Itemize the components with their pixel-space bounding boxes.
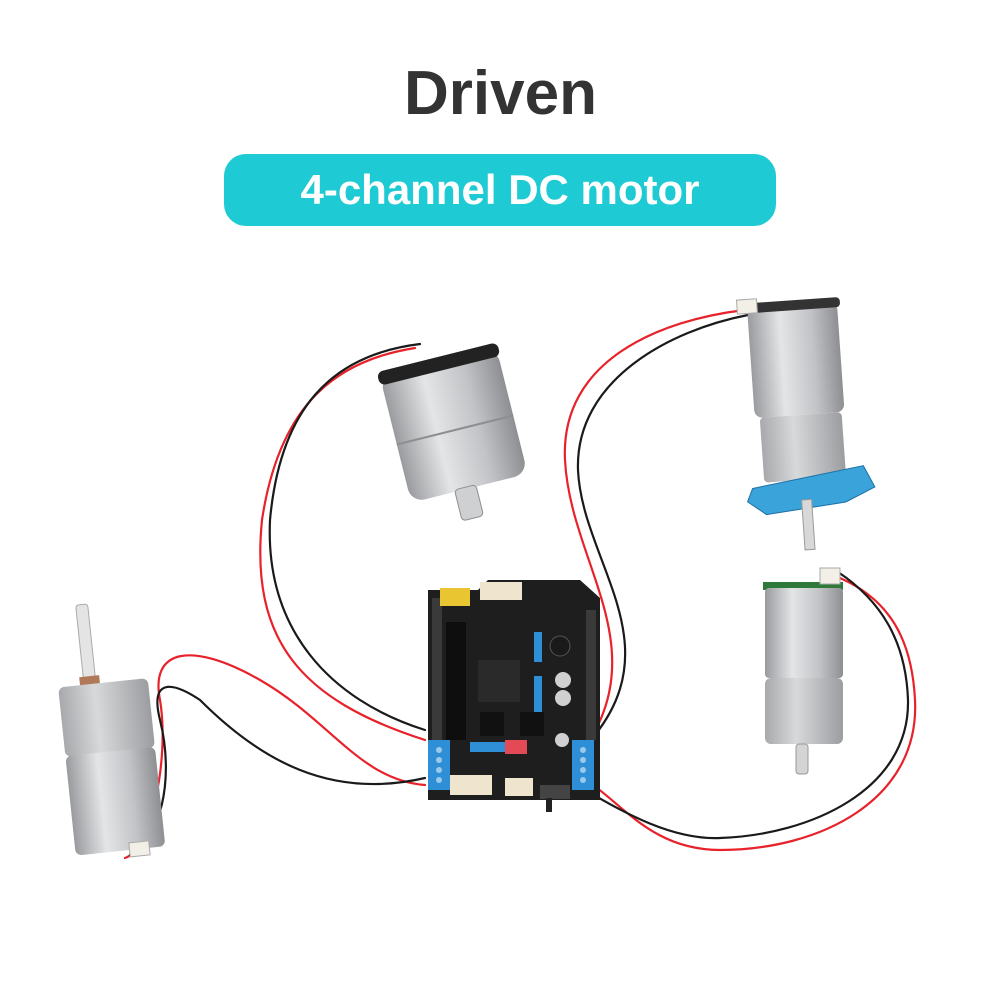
subtitle-text: 4-channel DC motor	[300, 166, 700, 213]
wire-black	[128, 685, 427, 857]
wire-red	[259, 346, 427, 742]
wire-red	[583, 576, 917, 852]
driver-board	[428, 580, 600, 812]
motor-top-center	[377, 343, 525, 521]
wire-red	[563, 308, 747, 742]
product-photo	[58, 297, 917, 860]
wire-black	[583, 570, 910, 840]
motor-right	[763, 567, 843, 775]
terminal-left	[428, 740, 450, 790]
motor-left	[58, 603, 165, 858]
subtitle-badge: 4-channel DC motor	[224, 154, 776, 226]
motor-top-right	[735, 297, 876, 551]
wire-red	[123, 654, 427, 860]
terminal-right	[572, 740, 594, 790]
page-title: Driven	[404, 59, 597, 128]
wire-black	[576, 313, 750, 737]
wire-black	[268, 342, 427, 732]
